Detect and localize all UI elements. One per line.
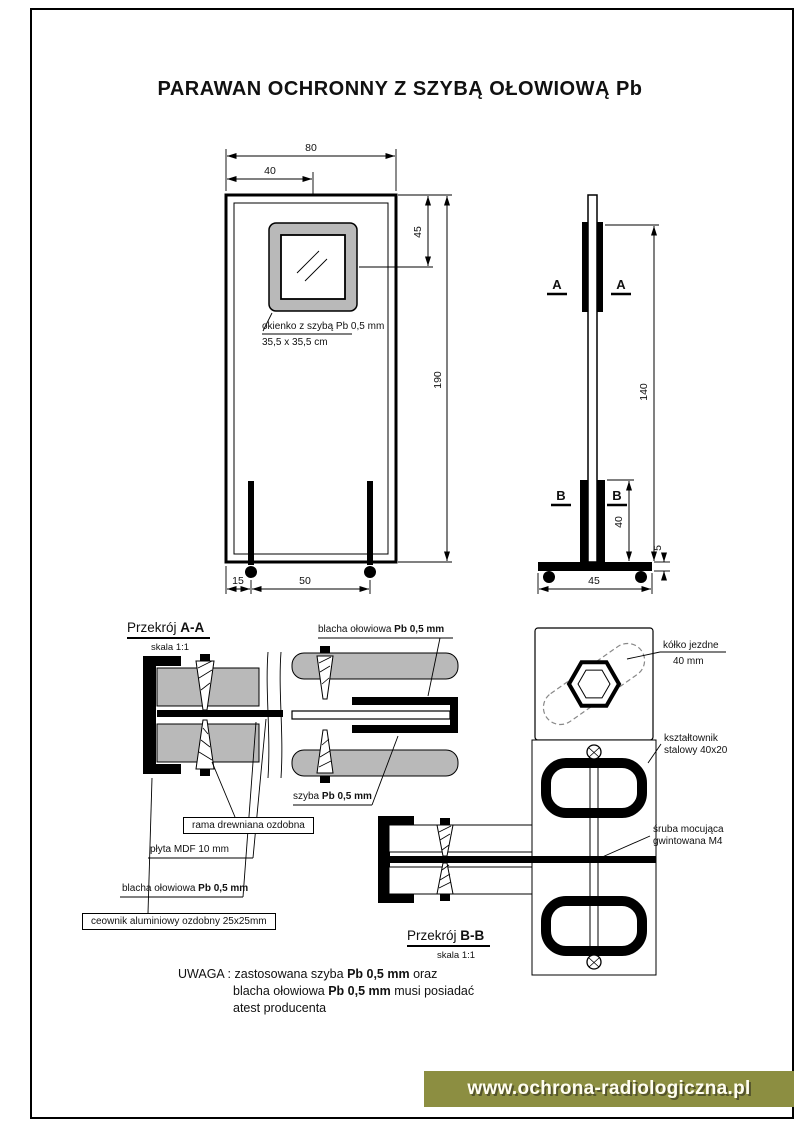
rama-bottom [291, 749, 459, 777]
dim-window-height: 45 [412, 226, 424, 238]
section-aa-title: Przekrój A-A [127, 620, 211, 639]
section-b-right: B [612, 488, 621, 503]
section-bb-drawing [378, 627, 726, 976]
note-uwaga: UWAGA : zastosowana szyba Pb 0,5 mm oraz… [178, 966, 474, 1017]
callout-kolko-line1: kółko jezdne [663, 640, 719, 651]
callout-rama: rama drewniana ozdobna [183, 817, 314, 834]
dim-profile-height: 40 [613, 516, 625, 528]
dim-leg-inset: 15 [232, 575, 244, 587]
section-bb-scale: skala 1:1 [437, 950, 476, 961]
callout-blacha-left: blacha ołowiowa Pb 0,5 mm [122, 883, 249, 894]
section-b-left: B [556, 488, 565, 503]
window-callout-line1: okienko z szybą Pb 0,5 mm [262, 321, 385, 332]
footer-url: www.ochrona-radiologiczna.pl [467, 1078, 751, 1099]
page-title: PARAWAN OCHRONNY Z SZYBĄ OŁOWIOWĄ Pb [157, 78, 643, 100]
callout-kolko-line2: 40 mm [673, 656, 704, 667]
right-leg [367, 481, 373, 565]
steel-profile-bottom [541, 896, 647, 956]
section-a-left: A [552, 277, 562, 292]
callout-ksztaltownik-line2: stalowy 40x20 [664, 745, 728, 756]
side-view: A A B B 140 40 5 45 [537, 194, 670, 594]
front-view: 80 40 45 190 15 50 [224, 142, 452, 594]
callout-blacha-top: blacha ołowiowa Pb 0,5 mm [318, 624, 445, 635]
steel-profile-top [541, 758, 647, 818]
section-a-right: A [616, 277, 626, 292]
dim-total-width: 80 [305, 142, 317, 154]
pole [587, 194, 598, 563]
note-line2: blacha ołowiowa Pb 0,5 mm musi posiadać [233, 984, 475, 998]
right-wheel [364, 566, 376, 578]
page-border-frame [30, 8, 794, 1119]
dim-window-offset: 40 [264, 165, 276, 177]
note-line3: atest producenta [233, 1001, 327, 1015]
left-wheel [245, 566, 257, 578]
note-line1: UWAGA : zastosowana szyba Pb 0,5 mm oraz [178, 967, 438, 981]
left-leg [248, 481, 254, 565]
dim-leg-spacing: 50 [299, 575, 311, 587]
callout-plyta: płyta MDF 10 mm [150, 844, 229, 855]
callout-szyba: szyba Pb 0,5 mm [293, 791, 372, 802]
window-glass [280, 234, 346, 300]
ceownik-profile [143, 656, 181, 774]
dim-pole-height: 140 [638, 383, 650, 401]
section-aa-scale: skala 1:1 [151, 642, 190, 653]
callout-ceownik: ceownik aluminiowy ozdobny 25x25mm [82, 913, 276, 930]
dim-base-width: 45 [588, 575, 600, 587]
section-bb-title: Przekrój B-B [407, 928, 491, 947]
rama-top [291, 652, 459, 680]
dim-base-thickness: 5 [652, 545, 664, 551]
callout-ksztaltownik-line1: kształtownik [664, 733, 718, 744]
base [538, 562, 652, 571]
footer-banner: www.ochrona-radiologiczna.pl [424, 1071, 794, 1107]
section-aa-drawing [120, 637, 459, 914]
window-callout-line2: 35,5 x 35,5 cm [262, 337, 328, 348]
callout-sruba-line2: gwintowana M4 [653, 836, 723, 847]
callout-sruba-line1: śruba mocująca [653, 824, 724, 835]
szyba-pane [291, 710, 451, 720]
dim-total-height: 190 [432, 371, 444, 389]
wheel-hex-nut [566, 660, 622, 708]
